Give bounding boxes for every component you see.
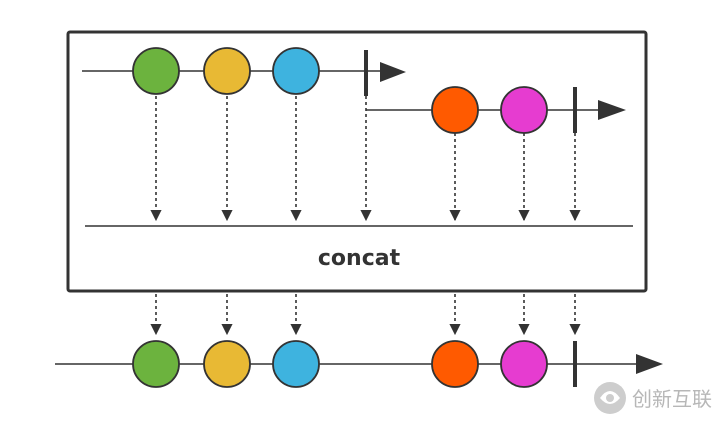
marble <box>500 86 548 134</box>
marble <box>500 340 548 388</box>
source-2-marbles <box>431 86 548 134</box>
output-arrowhead <box>636 354 663 374</box>
marble <box>431 340 479 388</box>
inner-projection-arrows <box>150 96 581 222</box>
watermark: 创新互联 <box>594 382 712 414</box>
source-2-arrowhead <box>598 100 626 120</box>
source-1-arrowhead <box>380 62 406 82</box>
source-2-timeline <box>366 87 626 133</box>
output-marbles <box>132 340 548 388</box>
marble <box>272 47 320 95</box>
output-projection-arrows <box>150 294 581 336</box>
operator-label: concat <box>318 246 401 271</box>
watermark-text: 创新互联 <box>632 387 712 411</box>
marble <box>203 340 251 388</box>
marble <box>272 340 320 388</box>
marble <box>132 47 180 95</box>
marble <box>431 86 479 134</box>
marble <box>203 47 251 95</box>
operator-box <box>66 30 648 293</box>
source-1-marbles <box>132 47 320 95</box>
marble <box>132 340 180 388</box>
brand-logo-icon <box>594 382 626 414</box>
